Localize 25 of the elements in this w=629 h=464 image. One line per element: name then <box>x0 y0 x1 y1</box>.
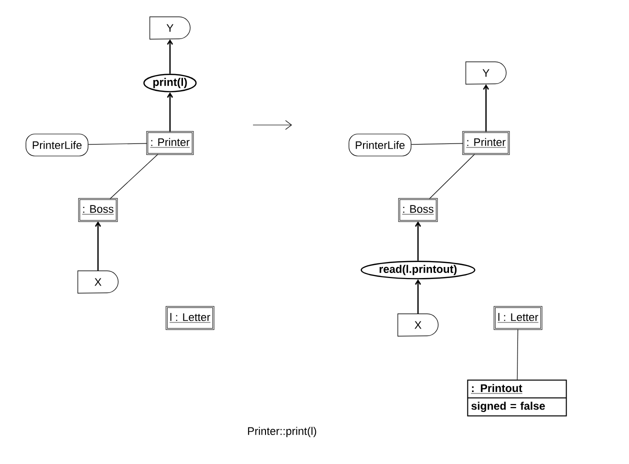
object-box: : Boss <box>398 198 438 222</box>
connector-line <box>411 143 464 145</box>
arrow <box>166 92 174 132</box>
object-box: l : Letter <box>494 306 542 330</box>
connector-line <box>110 154 158 200</box>
arrow <box>482 84 490 132</box>
arrow <box>166 39 174 74</box>
object-box: : Boss <box>78 198 118 222</box>
object-box: : Printer <box>146 131 194 155</box>
connector-line <box>88 143 148 145</box>
flag-box: X <box>78 270 118 294</box>
connector-line <box>516 328 518 380</box>
arrow <box>414 221 422 261</box>
object-box: : Printer <box>462 131 510 155</box>
state-box: PrinterLife <box>348 134 412 156</box>
connector-line <box>429 154 475 200</box>
flag-box: Y <box>150 16 190 40</box>
class-box: : Printout signed = false <box>467 380 567 416</box>
flag-box: X <box>398 314 438 336</box>
caption: Printer::print(l) <box>248 426 316 438</box>
arrow <box>414 279 422 314</box>
arrow <box>94 221 102 271</box>
object-box: l : Letter <box>166 306 214 330</box>
state-box: PrinterLife <box>26 134 88 156</box>
flag-box: Y <box>466 62 506 84</box>
